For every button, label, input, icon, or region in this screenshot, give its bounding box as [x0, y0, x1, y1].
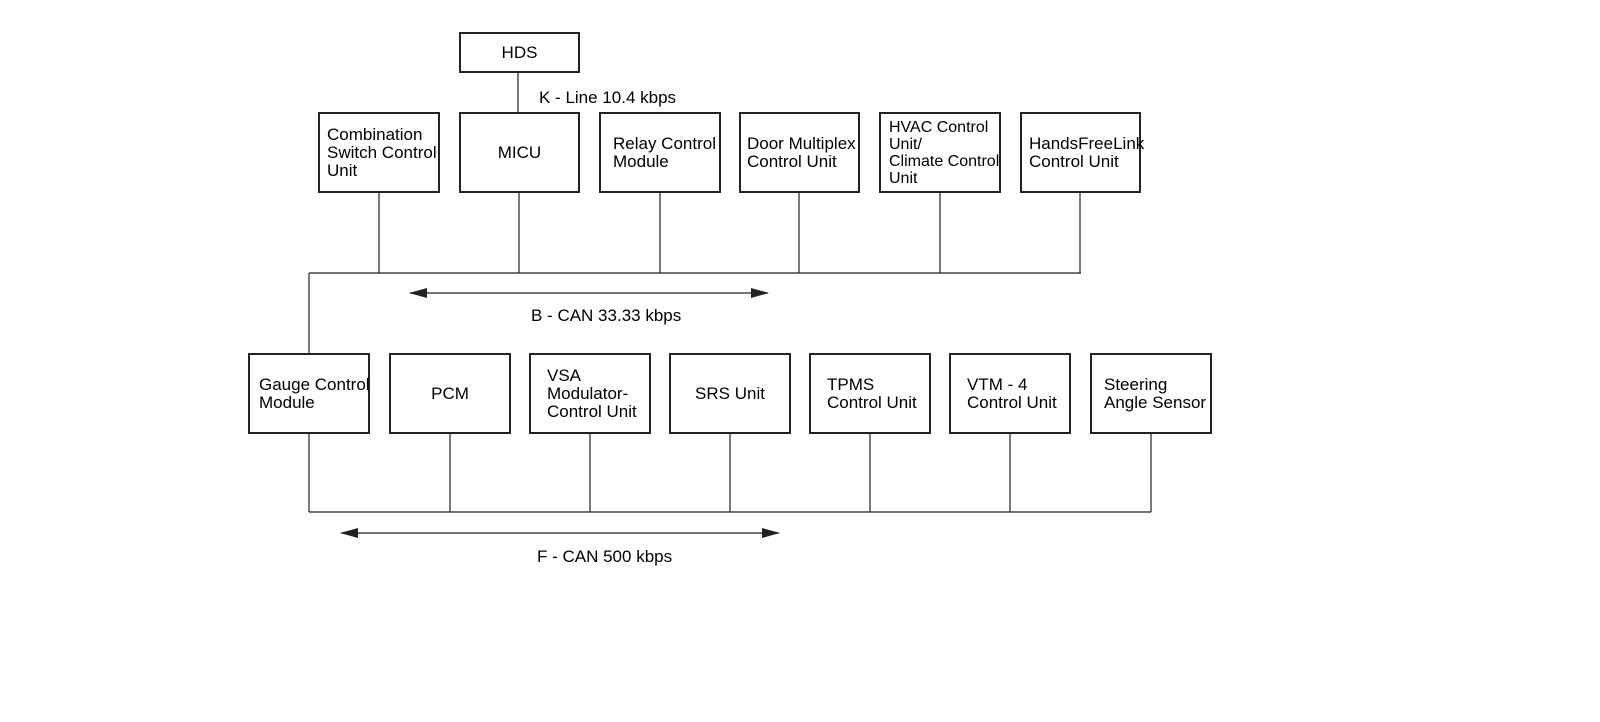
handsfreelink-control-unit-label: HandsFreeLink Control Unit	[1029, 133, 1145, 171]
f-can-label: F - CAN 500 kbps	[537, 547, 673, 566]
micu-box: MICU	[459, 112, 580, 193]
relay-control-module-label: Relay Control Module	[613, 133, 716, 171]
vtm-4-control-unit-box: VTM - 4 Control Unit	[949, 353, 1071, 434]
pcm-label: PCM	[431, 383, 469, 403]
relay-control-module-box: Relay Control Module	[599, 112, 721, 193]
steering-angle-sensor-label: Steering Angle Sensor	[1104, 374, 1207, 412]
srs-unit-label: SRS Unit	[695, 383, 765, 403]
gauge-control-module-box: Gauge Control Module	[248, 353, 370, 434]
hds-label: HDS	[501, 42, 538, 62]
srs-unit-box: SRS Unit	[669, 353, 791, 434]
door-multiplex-control-unit-box: Door Multiplex Control Unit	[739, 112, 860, 193]
vsa-modulator-control-unit-box: VSA Modulator- Control Unit	[529, 353, 651, 434]
combination-switch-control-unit-box: Combination Switch Control Unit	[318, 112, 440, 193]
tpms-control-unit-box: TPMS Control Unit	[809, 353, 931, 434]
hds-box: HDS	[459, 32, 580, 73]
hvac-control-unit-box: HVAC Control Unit/ Climate Control Unit	[879, 112, 1001, 193]
gauge-control-module-label: Gauge Control Module	[259, 374, 370, 412]
vsa-modulator-control-unit-label: VSA Modulator- Control Unit	[547, 365, 637, 421]
vtm-4-control-unit-label: VTM - 4 Control Unit	[967, 374, 1057, 412]
b-can-label: B - CAN 33.33 kbps	[531, 306, 682, 325]
tpms-control-unit-label: TPMS Control Unit	[827, 374, 917, 412]
hvac-control-unit-label: HVAC Control Unit/ Climate Control Unit	[889, 118, 1000, 187]
handsfreelink-control-unit-box: HandsFreeLink Control Unit	[1020, 112, 1145, 193]
k-line-label: K - Line 10.4 kbps	[539, 88, 677, 107]
steering-angle-sensor-box: Steering Angle Sensor	[1090, 353, 1212, 434]
pcm-box: PCM	[389, 353, 511, 434]
door-multiplex-control-unit-label: Door Multiplex Control Unit	[747, 133, 856, 171]
micu-label: MICU	[497, 142, 542, 162]
combination-switch-control-unit-label: Combination Switch Control Unit	[327, 124, 437, 180]
